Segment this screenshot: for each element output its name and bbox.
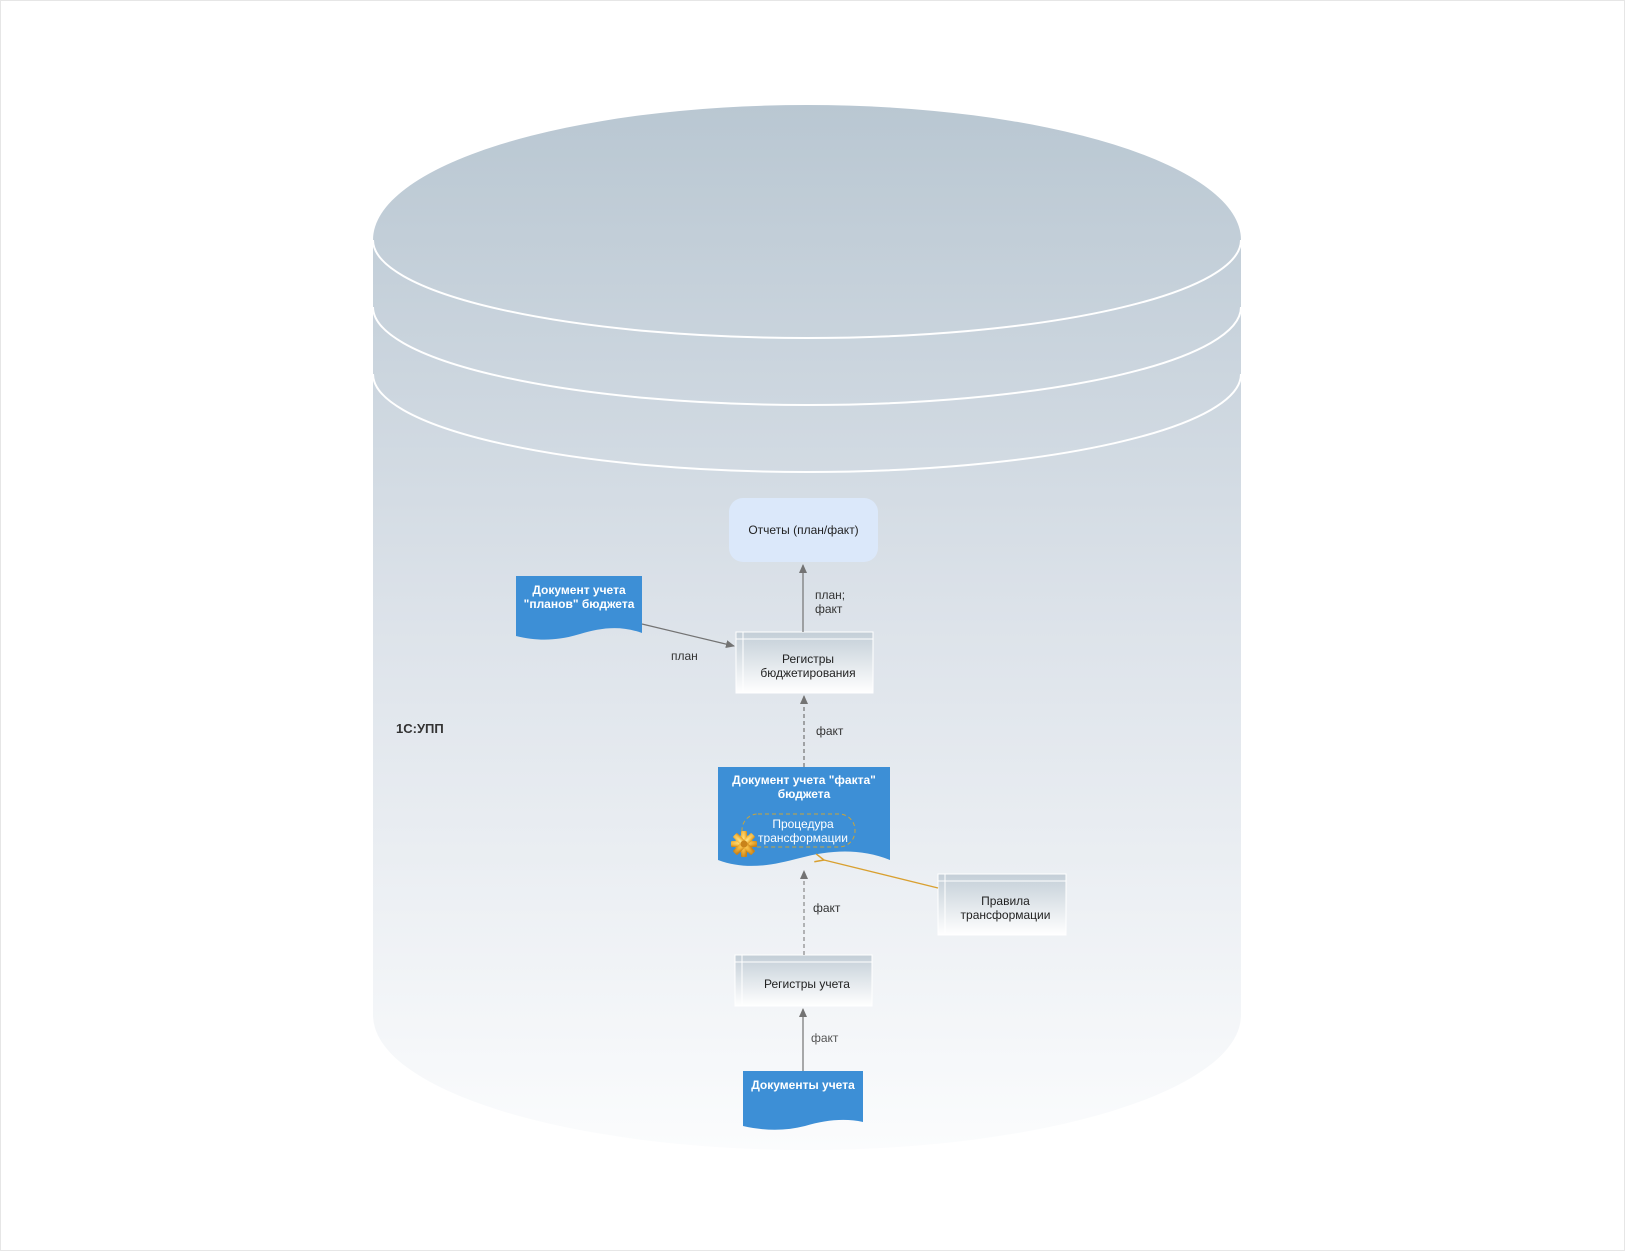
edge-label-fact-3: факт <box>811 1031 839 1045</box>
accounting-registers-label: Регистры учета <box>764 977 850 991</box>
budget-registers-label-1: Регистры <box>781 652 835 666</box>
fact-doc-node[interactable]: Документ учета "факта" бюджета <box>718 773 890 801</box>
plan-doc-shape[interactable] <box>516 576 642 640</box>
accounting-registers-node[interactable]: Регистры учета <box>742 962 872 1006</box>
transform-procedure-label-1: Процедура <box>772 817 834 831</box>
accounting-registers-shape[interactable] <box>734 954 873 1007</box>
budget-registers-node[interactable]: Регистры бюджетирования <box>743 639 873 693</box>
budget-registers-label-2: бюджетирования <box>760 666 856 680</box>
edge-plan-to-budget[interactable] <box>641 623 735 649</box>
accounting-docs-node[interactable]: Документы учета <box>743 1078 863 1092</box>
edge-rules-to-procedure[interactable] <box>824 860 939 889</box>
reports-node[interactable]: Отчеты (план/факт) <box>729 498 878 562</box>
transform-rules-shape[interactable] <box>937 873 1067 936</box>
cylinder-ring-3 <box>372 373 1242 473</box>
transform-rules-node[interactable]: Правила трансформации <box>945 881 1066 935</box>
edge-label-plan-fact: план; факт <box>815 588 845 616</box>
transform-rules-label-1: Правила <box>981 894 1030 908</box>
fact-doc-label-2: бюджета <box>777 787 831 801</box>
accounting-docs-label: Документы учета <box>751 1078 855 1092</box>
transform-procedure-label-2: трансформации <box>758 831 848 845</box>
plan-doc-label-2: "планов" бюджета <box>523 597 635 611</box>
reports-node-shape[interactable] <box>729 498 878 562</box>
edge-label-fact-2: факт <box>813 901 841 915</box>
budget-registers-shape[interactable] <box>735 631 874 694</box>
edge-label-plan-fact-2: факт <box>815 602 843 616</box>
edge-label-plan: план <box>671 649 698 663</box>
fact-doc-label-1: Документ учета "факта" <box>732 773 876 787</box>
edge-label-fact-1: факт <box>816 724 844 738</box>
edge-label-plan-fact-1: план; <box>815 588 846 602</box>
cylinder-ring-2 <box>372 306 1242 406</box>
system-label: 1С:УПП <box>396 721 444 736</box>
gear-icon <box>731 831 757 857</box>
plan-doc-label-1: Документ учета <box>532 583 626 597</box>
plan-doc-node[interactable]: Документ учета "планов" бюджета <box>516 583 642 611</box>
reports-label: Отчеты (план/факт) <box>748 523 859 537</box>
fact-doc-shape[interactable] <box>718 767 890 866</box>
cylinder-ring-1 <box>372 239 1242 339</box>
transform-procedure-node[interactable]: Процедура трансформации <box>748 817 858 845</box>
accounting-docs-shape[interactable] <box>743 1071 863 1130</box>
transform-rules-label-2: трансформации <box>960 908 1051 922</box>
transform-procedure-shape[interactable] <box>741 813 856 848</box>
